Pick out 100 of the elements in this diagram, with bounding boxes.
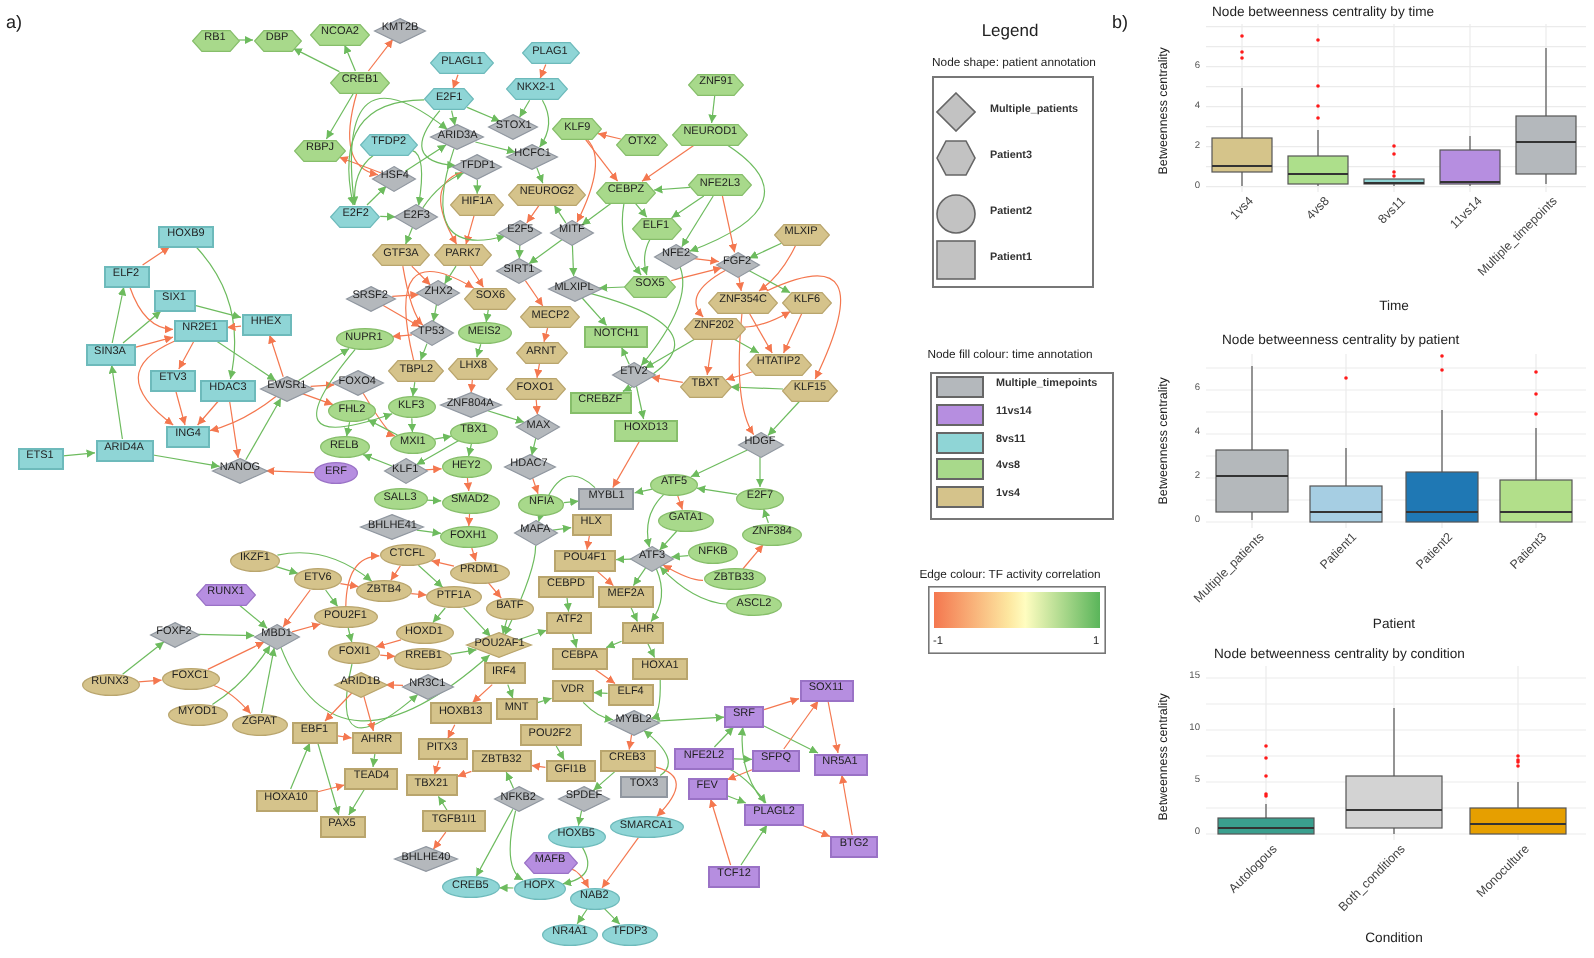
arrow bbox=[407, 417, 417, 433]
arrow bbox=[268, 334, 284, 378]
arrow bbox=[409, 381, 419, 397]
arrow bbox=[417, 564, 444, 588]
arrow bbox=[451, 74, 460, 90]
arrow bbox=[582, 701, 614, 723]
arrow bbox=[175, 390, 187, 426]
arrow bbox=[467, 378, 477, 394]
arrow bbox=[647, 643, 656, 659]
arrow bbox=[537, 475, 596, 523]
arrow bbox=[197, 400, 219, 426]
arrow bbox=[274, 565, 299, 575]
arrow bbox=[501, 618, 510, 635]
arrow bbox=[465, 512, 474, 527]
arrow bbox=[766, 275, 841, 380]
arrow bbox=[509, 810, 524, 881]
arrow bbox=[526, 204, 540, 224]
arrow bbox=[381, 304, 421, 328]
panel-label: a) bbox=[6, 14, 23, 34]
arrow bbox=[444, 265, 457, 285]
arrow bbox=[733, 338, 760, 354]
arrow bbox=[475, 808, 514, 877]
arrow bbox=[594, 669, 616, 685]
arrow bbox=[597, 571, 614, 587]
arrow bbox=[742, 544, 764, 570]
arrow bbox=[317, 742, 341, 816]
arrow bbox=[593, 688, 609, 698]
arrow bbox=[291, 622, 321, 633]
arrow bbox=[122, 641, 165, 675]
arrow bbox=[280, 646, 491, 722]
arrow bbox=[433, 760, 442, 775]
arrow bbox=[108, 364, 123, 440]
arrow bbox=[134, 335, 174, 348]
arrow bbox=[735, 275, 745, 292]
arrow bbox=[562, 846, 589, 886]
arrow bbox=[801, 824, 831, 838]
arrow bbox=[747, 269, 791, 294]
arrow bbox=[656, 713, 725, 722]
arrow bbox=[704, 338, 713, 376]
arrow bbox=[762, 508, 771, 524]
arrow bbox=[728, 768, 767, 804]
arrow bbox=[537, 696, 553, 705]
arrow bbox=[694, 269, 727, 318]
arrow bbox=[605, 640, 623, 649]
arrow bbox=[725, 371, 754, 382]
arrow bbox=[659, 530, 678, 551]
arrow bbox=[783, 312, 803, 354]
arrow bbox=[362, 392, 396, 437]
arrow bbox=[603, 908, 621, 925]
arrow bbox=[449, 647, 477, 656]
arrow bbox=[338, 156, 382, 174]
arrow bbox=[740, 824, 768, 866]
arrow bbox=[197, 631, 255, 640]
arrow bbox=[475, 343, 484, 358]
arrow bbox=[178, 340, 195, 370]
arrow bbox=[585, 139, 619, 182]
arrow bbox=[316, 348, 393, 428]
arrow bbox=[325, 589, 339, 607]
arrow bbox=[563, 597, 572, 613]
arrow bbox=[534, 363, 543, 379]
arrow bbox=[363, 694, 376, 732]
arrow bbox=[391, 331, 413, 340]
arrow bbox=[432, 607, 446, 624]
arrow bbox=[535, 167, 544, 184]
arrow bbox=[456, 769, 472, 778]
arrow bbox=[689, 144, 766, 252]
arrow bbox=[640, 238, 651, 276]
arrow bbox=[783, 700, 819, 750]
arrow bbox=[325, 92, 355, 140]
arrow bbox=[601, 837, 639, 889]
arrow bbox=[839, 774, 853, 836]
arrow bbox=[590, 293, 676, 392]
arrow bbox=[442, 148, 506, 242]
arrow bbox=[466, 106, 501, 122]
arrow bbox=[529, 437, 538, 456]
arrow bbox=[350, 154, 375, 206]
arrow bbox=[424, 465, 443, 474]
arrow bbox=[640, 266, 684, 367]
arrow bbox=[410, 590, 428, 599]
arrow bbox=[643, 494, 665, 548]
arrow bbox=[626, 734, 635, 751]
arrow bbox=[530, 762, 546, 771]
arrow bbox=[411, 265, 431, 286]
arrow bbox=[528, 238, 563, 265]
arrow bbox=[473, 179, 482, 195]
arrow bbox=[767, 400, 801, 436]
arrow bbox=[207, 641, 265, 670]
arrow bbox=[345, 552, 380, 607]
arrow bbox=[343, 44, 356, 72]
arrow bbox=[498, 883, 514, 893]
arrow bbox=[390, 565, 401, 581]
arrow bbox=[463, 477, 473, 492]
arrow bbox=[598, 283, 626, 292]
arrow bbox=[402, 265, 424, 326]
arrow bbox=[474, 141, 516, 155]
arrow bbox=[298, 347, 350, 382]
arrow bbox=[487, 410, 525, 424]
arrow bbox=[693, 256, 720, 265]
arrow bbox=[324, 692, 353, 722]
arrow bbox=[505, 684, 514, 699]
